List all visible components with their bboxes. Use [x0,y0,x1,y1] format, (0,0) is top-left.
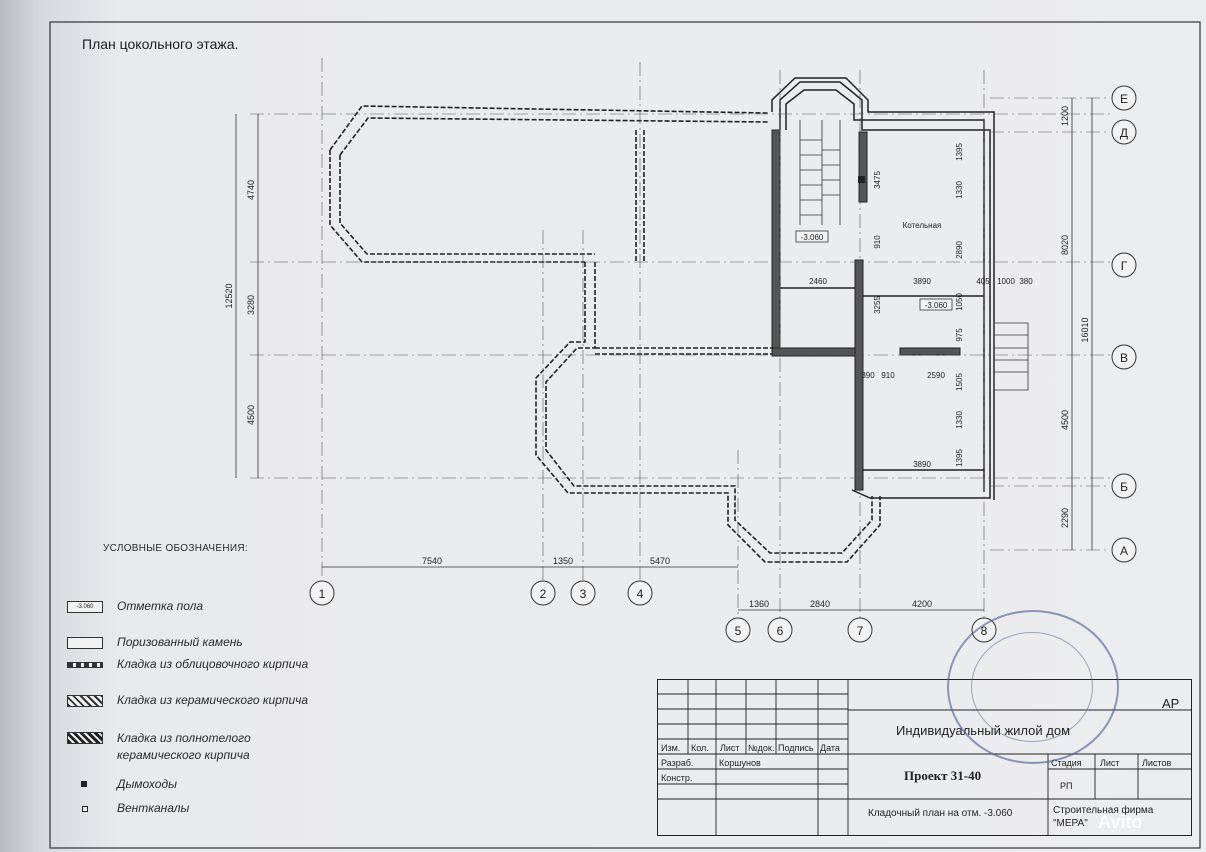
watermark: Avito [1098,812,1143,832]
dim-1330-a: 1330 [955,181,964,199]
dim-390: 390 [861,371,875,380]
tb-stage: РП [1060,781,1073,791]
dim-2840: 2840 [810,599,830,609]
level-mark-icon: -3.060 [67,601,103,613]
row-axis-bubbles [1111,85,1137,563]
axis-lines [250,58,1110,618]
dim-910-b: 910 [881,371,895,380]
stairs [799,120,1029,391]
tb-head-kol: Кол. [691,743,709,753]
dim-3475: 3475 [873,171,882,189]
axis-col-1: 1 [319,587,326,601]
dim-405: 405 [976,277,990,286]
axis-col-5: 5 [735,624,742,638]
axis-row-d: Д [1120,126,1128,140]
dim-1330-b: 1330 [955,411,964,429]
tb-head-ndok: №док. [748,743,775,753]
dim-2590: 2590 [927,371,945,380]
tb-stage-header: Стадия [1051,758,1082,768]
tb-developer-name: Коршунов [719,758,761,768]
room-label-boiler: Котельная [903,221,942,230]
dim-1395-a: 1395 [955,143,964,161]
dim-1395-b: 1395 [955,449,964,467]
dim-2290: 2290 [1060,508,1070,528]
legend-heading: УСЛОВНЫЕ ОБОЗНАЧЕНИЯ: [103,543,248,554]
tb-project: Проект 31-40 [904,768,982,783]
dim-1000: 1000 [997,277,1015,286]
axis-row-e: Е [1120,92,1128,106]
company-seal-icon [947,610,1119,764]
column-axis-bubbles [309,580,997,643]
dim-3280: 3280 [246,295,256,315]
dim-3890-a: 3890 [913,277,931,286]
tb-sheet-header: Лист [1100,758,1120,768]
axis-col-2: 2 [540,587,547,601]
legend-label: Кладка из облицовочного кирпича [117,657,309,671]
dim-1360: 1360 [749,599,769,609]
dim-4200: 4200 [912,599,932,609]
axis-row-a: А [1120,544,1128,558]
tb-head-list: Лист [720,743,740,753]
legend-label: Дымоходы [117,777,177,791]
axis-col-4: 4 [637,587,644,601]
dim-1505: 1505 [955,373,964,391]
tb-drawing-name: Кладочный план на отм. -3.060 [868,808,1013,819]
axis-row-b: Б [1120,480,1128,494]
dim-3255: 3255 [873,296,882,314]
ceramic-walls [771,129,961,491]
facing-brick-symbol-icon [67,662,103,668]
dim-975: 975 [955,328,964,342]
dim-910: 910 [873,235,882,249]
tb-sheets-header: Листов [1142,758,1172,768]
title-block-grid [658,680,1191,835]
dim-1050: 1050 [955,293,964,311]
stone-symbol-icon [67,637,103,649]
axis-col-7: 7 [857,624,864,638]
legend-label: Кладка из полнотелого керамического кирп… [117,731,251,762]
chimney-icon [858,176,865,183]
axis-col-6: 6 [777,624,784,638]
dim-2890: 2890 [955,241,964,259]
tb-head-izm: Изм. [661,743,681,753]
level-mark-2: -3.060 [925,301,948,310]
ceramic-brick-symbol-icon [67,695,103,707]
axis-row-v: В [1120,351,1128,365]
level-mark-1: -3.060 [801,233,824,242]
dim-8020: 8020 [1060,235,1070,255]
outer-walls [771,77,995,500]
axis-col-3: 3 [580,587,587,601]
legend-label: Отметка пола [117,599,204,613]
tb-constructed: Констр. [661,773,693,783]
dimension-lines [235,98,1093,611]
dim-4500-right: 4500 [1060,410,1070,430]
tb-code: АР [1162,696,1180,711]
dim-4740: 4740 [246,180,256,200]
legend-label: Кладка из керамического кирпича [117,693,309,707]
dim-1200: 1200 [1060,106,1070,126]
dim-16010: 16010 [1080,317,1090,342]
dim-3890-b: 3890 [913,460,931,469]
tb-head-date: Дата [820,743,840,753]
dim-2460: 2460 [809,277,827,286]
tb-developed: Разраб. [661,758,694,768]
axis-row-g: Г [1121,259,1128,273]
dim-380: 380 [1019,277,1033,286]
sheet-frame [49,21,1201,849]
legend-label: Поризованный камень [117,635,243,649]
solid-brick-symbol-icon [67,732,103,744]
tb-head-signature: Подпись [778,743,814,753]
dim-7540: 7540 [422,556,442,566]
dim-12520: 12520 [224,283,234,308]
tb-company: Строительная фирма "МЕРА" [1053,805,1154,829]
dim-1350: 1350 [553,556,573,566]
vent-symbol-icon [82,806,88,812]
facing-brick-outline [329,105,881,563]
legend-label: Вентканалы [117,801,190,815]
dim-4500-left: 4500 [246,405,256,425]
chimney-symbol-icon [81,781,87,787]
dim-5470: 5470 [650,556,670,566]
drawing-title: План цокольного этажа. [82,36,239,52]
